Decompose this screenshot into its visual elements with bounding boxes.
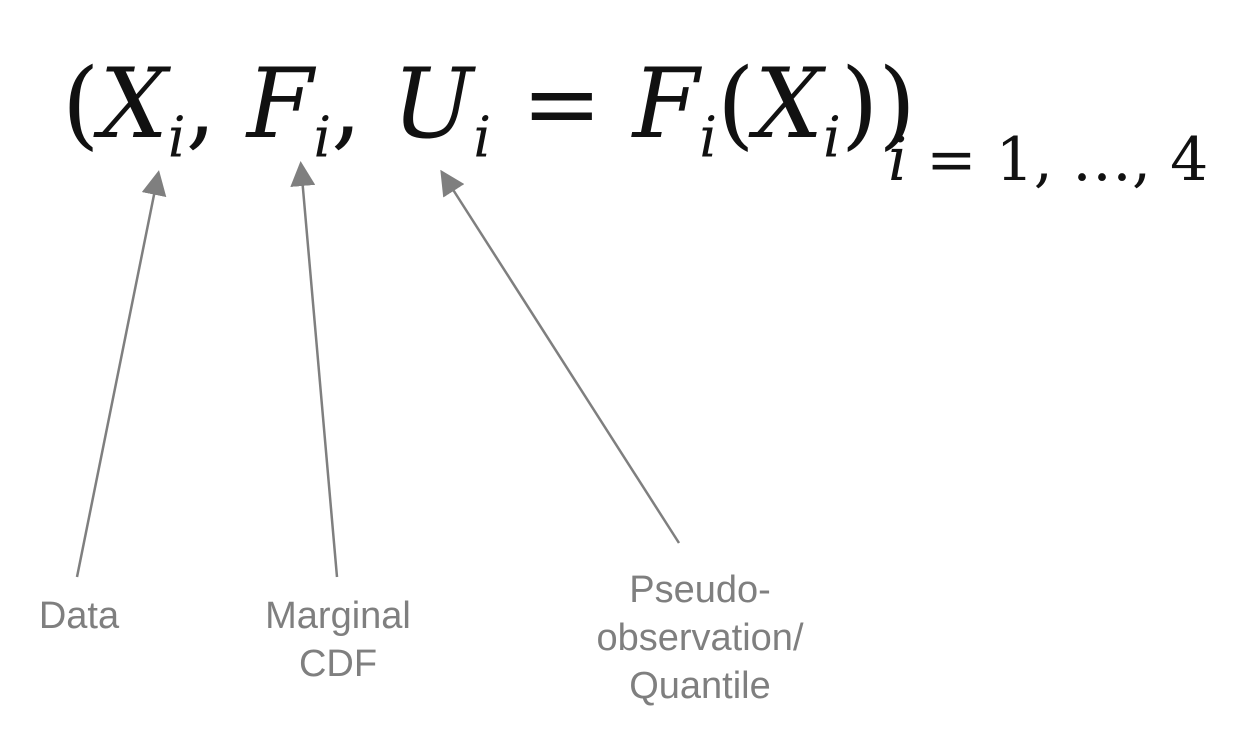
- label-data-text: Data: [38, 595, 120, 637]
- formula-comma-2: ,: [331, 48, 393, 160]
- formula-open-paren: (: [62, 48, 100, 160]
- formula-u: U: [392, 48, 474, 160]
- label-pseudo-line-3: Quantile: [629, 665, 771, 707]
- formula-open-paren-2: (: [717, 48, 755, 160]
- copula-formula: (Xi, Fi, Ui = Fi(Xi)) i = 1, …, 4: [62, 56, 1252, 196]
- label-pseudo-observation: Pseudo- observation/ Quantile: [570, 566, 830, 710]
- label-cdf-line-1: Marginal: [265, 595, 411, 637]
- formula-f2: F: [632, 48, 700, 160]
- formula-f: F: [246, 48, 314, 160]
- formula-range-index: i: [888, 125, 908, 195]
- label-cdf-line-2: CDF: [298, 643, 378, 685]
- label-pseudo-line-1: Pseudo-: [629, 569, 771, 611]
- formula-u-sub: i: [473, 105, 492, 171]
- arrow-to-f: [290, 161, 339, 578]
- arrow-to-x: [75, 170, 167, 578]
- formula-f2-sub: i: [699, 105, 718, 171]
- arrow-to-u: [440, 169, 681, 544]
- formula-comma-1: ,: [185, 48, 247, 160]
- label-marginal-cdf: Marginal CDF: [226, 592, 450, 688]
- formula-x: X: [99, 48, 168, 160]
- formula-close-parens: )): [840, 48, 916, 160]
- label-pseudo-line-2: observation/: [596, 617, 804, 659]
- formula-range: i = 1, …, 4: [888, 130, 1208, 190]
- formula-f-sub: i: [313, 105, 332, 171]
- formula-x-sub: i: [167, 105, 186, 171]
- formula-range-rest: = 1, …, 4: [907, 125, 1209, 195]
- label-data: Data: [14, 592, 144, 640]
- formula-equals: =: [491, 48, 633, 160]
- formula-main: (Xi, Fi, Ui = Fi(Xi)): [62, 56, 916, 167]
- formula-x2: X: [754, 48, 823, 160]
- formula-x2-sub: i: [822, 105, 841, 171]
